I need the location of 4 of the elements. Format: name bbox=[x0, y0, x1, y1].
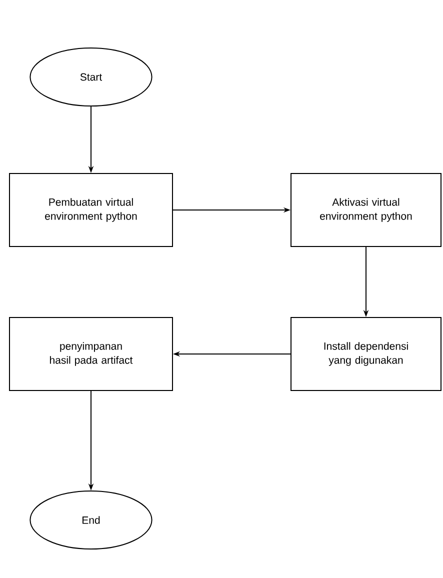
process-box: Pembuatan virtual environment python bbox=[9, 173, 173, 247]
process-box: penyimpanan hasil pada artifact bbox=[9, 317, 173, 391]
process-box: Install dependensi yang digunakan bbox=[290, 317, 442, 391]
process-box: Aktivasi virtual environment python bbox=[290, 173, 442, 247]
